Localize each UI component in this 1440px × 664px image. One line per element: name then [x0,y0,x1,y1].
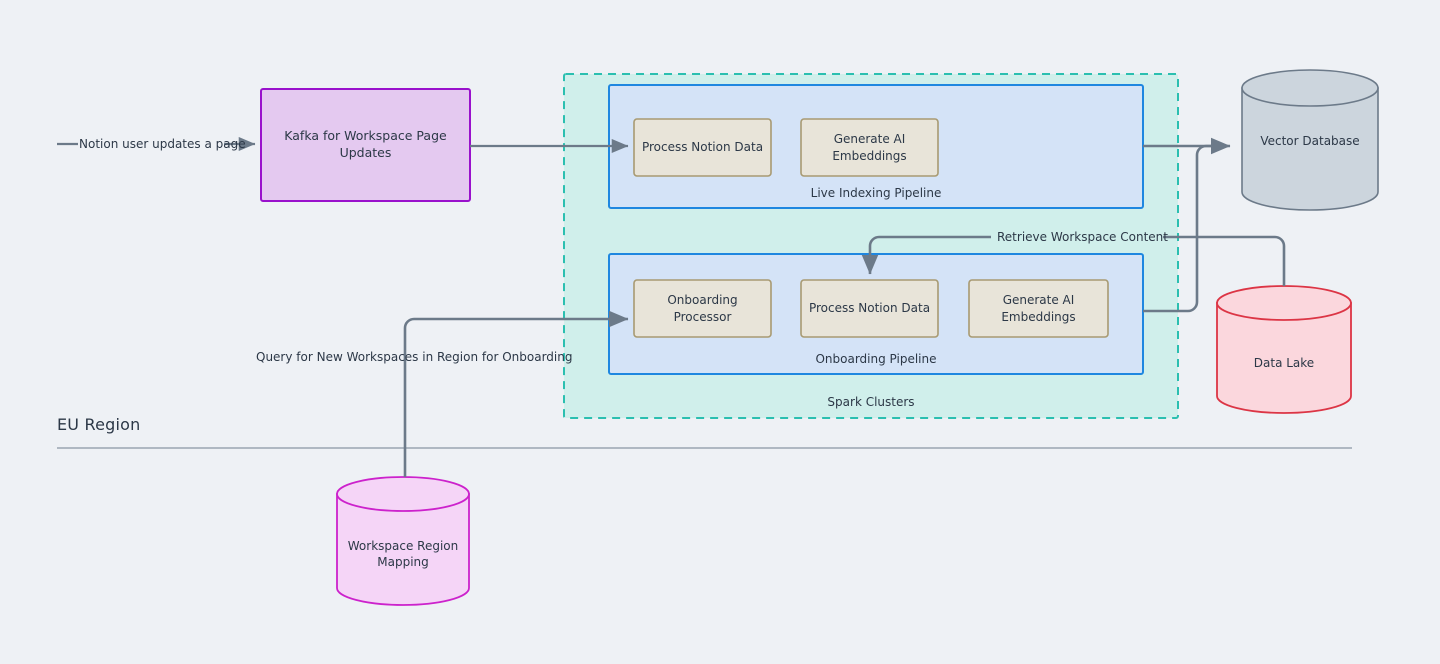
edge-label-retrieve-workspace-content: Retrieve Workspace Content [997,230,1168,244]
task-box-onboarding-processor[interactable] [633,279,772,338]
task-box-onboarding-process-notion-data[interactable] [800,279,939,338]
task-box-live-process-notion-data[interactable] [633,118,772,177]
edge-retrieve-workspace-content [861,235,1286,286]
edge-onboarding-to-vector-database [1143,144,1222,313]
edge-label-query-for-new-workspaces: Query for New Workspaces in Region for O… [256,350,573,364]
task-box-onboarding-generate-ai-embeddings[interactable] [968,279,1109,338]
workspace-region-mapping-cylinder[interactable] [336,476,470,606]
edge-query-for-new-workspaces [403,310,629,477]
edge-label-notion-user-updates-a-page: Notion user updates a page [79,137,246,151]
eu-region-label: EU Region [57,415,141,434]
kafka-box[interactable] [260,88,471,202]
task-box-live-generate-ai-embeddings[interactable] [800,118,939,177]
vector-database-cylinder[interactable] [1241,69,1379,211]
data-lake-cylinder[interactable] [1216,285,1352,414]
